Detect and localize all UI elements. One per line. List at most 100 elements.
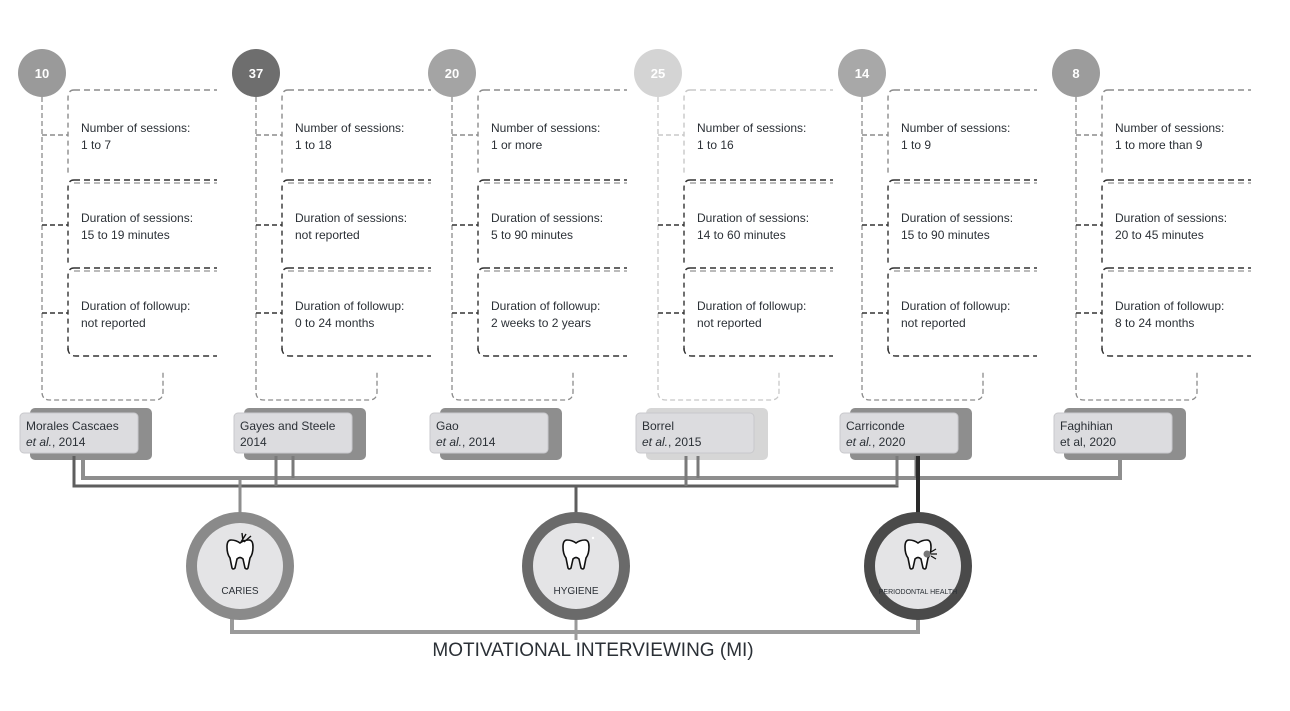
badge-count: 14	[855, 66, 870, 81]
sample-size-badge: 8	[1052, 49, 1100, 97]
row-label: Duration of followup:	[81, 299, 190, 313]
badge-circle	[232, 49, 280, 97]
author-name: Carriconde	[846, 419, 905, 433]
row-value: 20 to 45 minutes	[1115, 228, 1204, 242]
author-card-face	[429, 412, 549, 454]
badge-count: 10	[35, 66, 49, 81]
badge-circle	[428, 49, 476, 97]
row-label: Duration of sessions:	[81, 211, 193, 225]
row-value: 1 to more than 9	[1115, 138, 1203, 152]
row-left-line	[67, 89, 75, 176]
row-bottom-line	[477, 347, 627, 357]
author-etal: et al.	[846, 435, 872, 449]
info-row-sessions: Number of sessions: 1 to more than 9	[1076, 89, 1251, 176]
row-label: Duration of followup:	[491, 299, 600, 313]
row-label: Duration of followup:	[697, 299, 806, 313]
author-card-face	[635, 412, 755, 454]
author-year-text: , 2020	[872, 435, 906, 449]
info-row-followup: Duration of followup:0 to 24 months	[256, 267, 431, 357]
row-label: Number of sessions:	[295, 121, 404, 135]
author-year: et al., 2020	[846, 435, 906, 449]
row-label: Duration of sessions:	[295, 211, 407, 225]
info-row-followup: Duration of followup:not reported	[862, 267, 1037, 357]
author-card: Carriconde et al., 2020	[839, 408, 972, 460]
author-card-face	[839, 412, 959, 454]
outer-bracket	[41, 97, 164, 401]
badge-count: 25	[651, 66, 665, 81]
row-label: Number of sessions:	[1115, 121, 1224, 135]
row-label: Duration of sessions:	[1115, 211, 1227, 225]
info-row-followup: Duration of followup:not reported	[658, 267, 833, 357]
info-row-sessions: Number of sessions:1 or more	[452, 89, 627, 176]
badge-circle	[1052, 49, 1100, 97]
row-left-line	[477, 89, 485, 176]
badge-count: 20	[445, 66, 459, 81]
row-value: not reported	[81, 316, 146, 330]
bus-lower	[72, 456, 899, 488]
tooth-outline	[562, 539, 590, 570]
author-year-text: , 2014	[52, 435, 86, 449]
author-card: Gayes and Steele 2014	[233, 408, 366, 460]
author-year: et al., 2015	[642, 435, 702, 449]
pain-lines	[930, 548, 937, 560]
author-year-text: , 2014	[462, 435, 496, 449]
tooth-outline	[904, 539, 932, 570]
row-left-line	[1101, 179, 1109, 266]
sample-size-badge: 20	[428, 49, 476, 97]
sample-size-badge: 14	[838, 49, 886, 97]
author-year: 2014	[240, 435, 267, 449]
author-etal: et al.	[642, 435, 668, 449]
row-left-line	[477, 267, 485, 354]
tooth-caries-icon	[226, 532, 254, 570]
row-value: 5 to 90 minutes	[491, 228, 573, 242]
author-card-face	[1053, 412, 1173, 454]
author-etal: et al.	[436, 435, 462, 449]
author-year: et al, 2020	[1060, 435, 1116, 449]
info-row-duration: Duration of sessions: not reported	[256, 179, 431, 266]
info-row-duration: Duration of sessions:14 to 60 minutes	[658, 179, 833, 266]
row-label: Number of sessions:	[81, 121, 190, 135]
row-left-line	[1101, 89, 1109, 176]
row-left-line	[683, 89, 691, 176]
sample-size-badge: 25	[634, 49, 682, 97]
inflammation-dot	[923, 550, 931, 558]
row-value: 2 weeks to 2 years	[491, 316, 591, 330]
author-year: et al., 2014	[436, 435, 496, 449]
row-label: Number of sessions:	[901, 121, 1010, 135]
row-value: not reported	[295, 228, 360, 242]
badge-count: 8	[1072, 66, 1079, 81]
outer-bracket	[657, 97, 780, 401]
row-left-line	[887, 179, 895, 266]
category-label: HYGIENE	[553, 586, 598, 597]
row-bottom-line	[887, 347, 1037, 357]
row-value: 1 to 7	[81, 138, 111, 152]
author-card: Faghihian et al, 2020	[1053, 408, 1186, 460]
author-name: Morales Cascaes	[26, 419, 119, 433]
info-row-followup: Duration of followup: 2 weeks to 2 years	[452, 267, 627, 357]
row-left-line	[281, 179, 289, 266]
info-row-duration: Duration of sessions: 20 to 45 minutes	[1076, 179, 1251, 266]
row-value: 0 to 24 months	[295, 316, 374, 330]
row-bottom-line	[683, 347, 833, 357]
row-label: Number of sessions:	[697, 121, 806, 135]
author-name: Faghihian	[1060, 419, 1113, 433]
row-left-line	[1101, 267, 1109, 354]
row-left-line	[477, 179, 485, 266]
row-left-line	[887, 267, 895, 354]
outer-bracket	[1075, 97, 1198, 401]
info-row-duration: Duration of sessions:5 to 90 minutes	[452, 179, 627, 266]
row-value: 15 to 19 minutes	[81, 228, 170, 242]
row-left-line	[281, 89, 289, 176]
caries-crack	[240, 532, 252, 543]
sample-size-badge: 37	[232, 49, 280, 97]
row-left-line	[67, 179, 75, 266]
info-row-followup: Duration of followup: not reported	[42, 267, 217, 357]
outer-bracket	[451, 97, 574, 401]
author-name: Gayes and Steele	[240, 419, 336, 433]
row-value: 15 to 90 minutes	[901, 228, 990, 242]
